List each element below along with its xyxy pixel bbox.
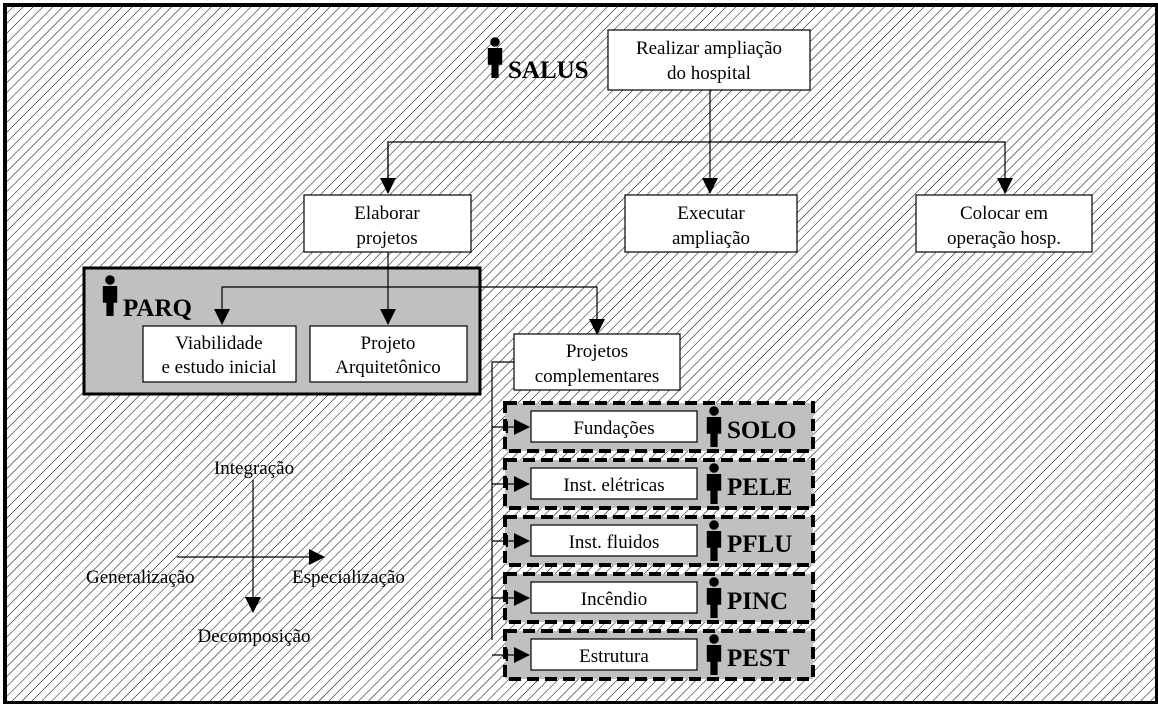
sub-project-label: Incêndio — [581, 589, 647, 610]
parq-actor: PARQ — [123, 295, 192, 322]
legend-integracao: Integração — [214, 458, 294, 479]
sub-project-label: Inst. elétricas — [563, 475, 664, 496]
sub-project-group: Fundações SOLO — [492, 401, 815, 453]
elaborar-line2: projetos — [356, 228, 417, 249]
parq-group: PARQ Viabilidade e estudo inicial Projet… — [82, 266, 482, 396]
complementares-line1: Projetos — [566, 341, 628, 362]
sub-project-group: Inst. fluidos PFLU — [492, 515, 815, 567]
node-colocar-operacao: Colocar em operação hosp. — [915, 194, 1093, 253]
sub-project-actor: PELE — [727, 474, 792, 501]
colocar-line1: Colocar em — [960, 203, 1048, 224]
node-projetos-complementares: Projetos complementares — [513, 333, 681, 391]
executar-line1: Executar — [677, 203, 745, 224]
legend-axes: Integração Decomposição Generalização Es… — [86, 458, 405, 647]
viabilidade-line1: Viabilidade — [175, 333, 263, 354]
sub-projects: Fundações SOLO Inst. elétricas PELE Inst. fl… — [492, 401, 815, 681]
elaborar-line1: Elaborar — [354, 203, 420, 224]
node-elaborar-projetos: Elaborar projetos — [303, 194, 472, 253]
sub-project-box — [530, 581, 698, 614]
root-box — [607, 29, 811, 91]
sub-project-box — [530, 467, 698, 500]
projeto-arq-line1: Projeto — [361, 333, 416, 354]
root-actor: SALUS — [508, 57, 589, 84]
root-line1: Realizar ampliação — [636, 38, 782, 59]
viabilidade-box — [142, 325, 297, 383]
sub-project-actor: PFLU — [727, 531, 792, 558]
legend-decomposicao: Decomposição — [198, 626, 311, 647]
node-executar-ampliacao: Executar ampliação — [624, 194, 798, 253]
sub-project-group: Estrutura PEST — [492, 629, 815, 681]
sub-project-group: Inst. elétricas PELE — [492, 458, 815, 510]
sub-project-box — [530, 410, 698, 443]
root-line2: do hospital — [667, 63, 751, 84]
sub-project-group: Incêndio PINC — [492, 572, 815, 624]
sub-project-label: Inst. fluidos — [569, 532, 660, 553]
projeto-arq-box — [309, 325, 468, 383]
sub-project-actor: PINC — [727, 588, 788, 615]
sub-project-label: Fundações — [573, 418, 654, 439]
executar-line2: ampliação — [672, 228, 750, 249]
legend-generalizacao: Generalização — [86, 567, 195, 588]
viabilidade-line2: e estudo inicial — [161, 357, 276, 378]
sub-project-actor: SOLO — [727, 417, 796, 444]
sub-project-box — [530, 638, 698, 671]
complementares-line2: complementares — [535, 366, 660, 387]
sub-project-box — [530, 524, 698, 557]
sub-project-actor: PEST — [727, 645, 790, 672]
legend-especializacao: Especialização — [292, 567, 405, 588]
colocar-line2: operação hosp. — [947, 228, 1061, 249]
projeto-arq-line2: Arquitetônico — [335, 357, 441, 378]
root-node: SALUS Realizar ampliação do hospital — [487, 29, 811, 91]
sub-project-label: Estrutura — [579, 646, 649, 667]
